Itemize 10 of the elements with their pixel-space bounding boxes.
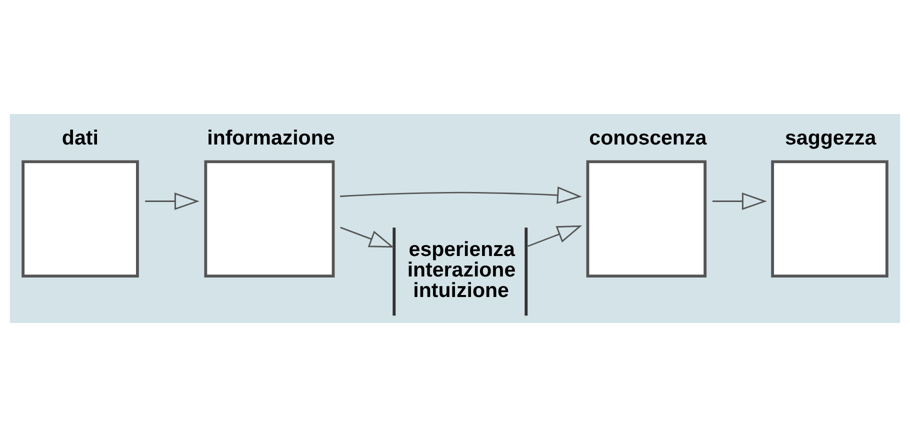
arrow (340, 226, 394, 248)
arrow (340, 186, 582, 204)
node-label: dati (62, 126, 98, 149)
node-label: conoscenza (589, 126, 707, 149)
arrow (528, 224, 582, 246)
node-text: esperienza interazione intuizione (407, 237, 516, 302)
arrow (145, 192, 200, 210)
node-label: saggezza (785, 126, 876, 149)
arrow (712, 192, 767, 210)
node-label: informazione (207, 126, 335, 149)
